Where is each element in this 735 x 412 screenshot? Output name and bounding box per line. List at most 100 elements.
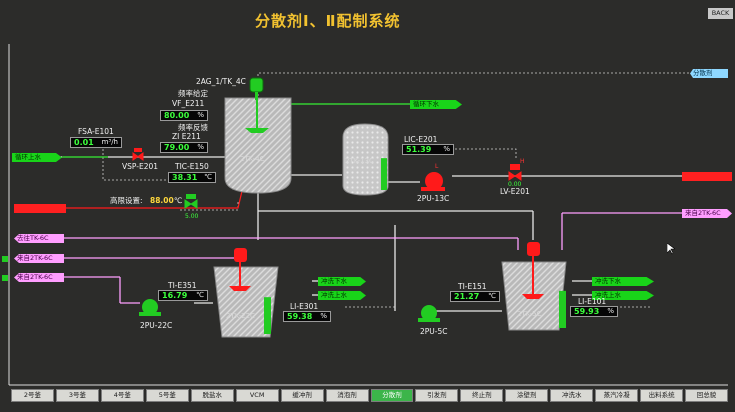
back-button[interactable]: BACK bbox=[708, 8, 733, 19]
freq-set-tag: VF_E211 bbox=[172, 99, 205, 108]
freq-feedback-unit: % bbox=[197, 143, 204, 151]
tank-5c-label: 2TK-5C bbox=[517, 310, 542, 318]
freq-set-display[interactable]: 80.00 % bbox=[160, 110, 208, 121]
nav-button-8[interactable]: 分散剂 bbox=[370, 389, 414, 402]
level-5c-unit: % bbox=[607, 307, 614, 315]
level-13c-value: 51.39 bbox=[406, 145, 432, 154]
temp-valve-value: 5.00 bbox=[185, 213, 199, 220]
level-22c-unit: % bbox=[320, 312, 327, 320]
temp-control-display[interactable]: 38.31 ℃ bbox=[168, 172, 216, 183]
flow-tag: FSA-E101 bbox=[78, 127, 114, 136]
temp-22c-tag: TI-E351 bbox=[168, 281, 197, 290]
nav-button-6[interactable]: 缓冲剂 bbox=[280, 389, 324, 402]
pump-13c-tag: 2PU-13C bbox=[417, 194, 450, 203]
level-bar-5c bbox=[559, 290, 566, 328]
tag-flush-return-5c[interactable]: 冲洗下水 bbox=[592, 277, 654, 286]
vsp-valve-icon bbox=[132, 148, 144, 161]
temp-valve-icon bbox=[184, 194, 198, 209]
temp-5c-value: 21.27 bbox=[454, 292, 480, 301]
nav-button-4[interactable]: 脱盐水 bbox=[190, 389, 234, 402]
pump-5c-tag: 2PU-5C bbox=[420, 327, 448, 336]
level-13c-tag: LIC-E201 bbox=[404, 135, 438, 144]
mouse-cursor-icon bbox=[667, 243, 675, 255]
lv-value: 0.00 bbox=[508, 181, 522, 188]
flow-unit: m³/h bbox=[101, 138, 118, 146]
high-limit-unit: ℃ bbox=[174, 196, 183, 205]
freq-set-value: 80.00 bbox=[164, 111, 190, 120]
tag-red-right[interactable] bbox=[682, 172, 732, 181]
level-5c-display: 59.93 % bbox=[570, 306, 618, 317]
freq-feedback-display: 79.00 % bbox=[160, 142, 208, 153]
freq-feedback-value: 79.00 bbox=[164, 143, 190, 152]
left-status-indicator-2 bbox=[2, 275, 8, 281]
level-5c-tag: LI-E101 bbox=[578, 297, 607, 306]
level-5c-value: 59.93 bbox=[574, 307, 600, 316]
tank-13c-label: 2TK-13C bbox=[345, 157, 374, 165]
temp-22c-unit: ℃ bbox=[196, 291, 204, 299]
nav-button-2[interactable]: 4号釜 bbox=[100, 389, 144, 402]
tag-from-2tk6c-left-2[interactable]: 来自2TK-6C bbox=[14, 273, 64, 282]
level-13c-unit: % bbox=[443, 145, 450, 153]
nav-button-5[interactable]: VCM bbox=[235, 389, 279, 402]
svg-text:H: H bbox=[520, 158, 525, 165]
freq-feedback-tag: ZI E211 bbox=[172, 132, 201, 141]
tag-circulating-supply[interactable]: 循环上水 bbox=[12, 153, 62, 162]
tag-flush-return-22c[interactable]: 冲洗下水 bbox=[318, 277, 366, 286]
lv-tag: LV-E201 bbox=[500, 187, 530, 196]
nav-button-15[interactable]: 回总貌 bbox=[685, 389, 728, 402]
temp-control-unit: ℃ bbox=[204, 173, 212, 181]
tag-circulating-return[interactable]: 循环下水 bbox=[410, 100, 462, 109]
nav-button-9[interactable]: 引发剂 bbox=[415, 389, 459, 402]
high-limit-label: 高限设置: bbox=[110, 196, 143, 205]
nav-button-10[interactable]: 终止剂 bbox=[460, 389, 504, 402]
level-22c-value: 59.38 bbox=[287, 312, 313, 321]
temp-5c-display: 21.27 ℃ bbox=[450, 291, 500, 302]
temp-5c-tag: TI-E151 bbox=[458, 282, 487, 291]
tag-flush-supply-5c[interactable]: 冲洗上水 bbox=[592, 291, 654, 300]
tank-22c-label: 2TK-22C bbox=[226, 312, 255, 320]
nav-button-7[interactable]: 消泡剂 bbox=[325, 389, 369, 402]
freq-set-label: 频率给定 bbox=[178, 89, 208, 98]
temp-control-tag: TIC-E150 bbox=[175, 162, 209, 171]
pump-13c-icon bbox=[421, 172, 445, 191]
nav-button-13[interactable]: 蒸汽冷凝 bbox=[595, 389, 639, 402]
tank-4c-label: 2TK-4C bbox=[240, 155, 265, 163]
level-22c-tag: LI-E301 bbox=[290, 302, 319, 311]
freq-feedback-label: 频率反馈 bbox=[178, 123, 208, 132]
svg-text:L: L bbox=[435, 163, 439, 170]
temp-22c-display: 16.79 ℃ bbox=[158, 290, 208, 301]
temp-control-value: 38.31 bbox=[172, 173, 198, 182]
lv-valve-icon bbox=[508, 164, 522, 181]
agitator-tag: 2AG_1/TK_4C bbox=[196, 77, 246, 86]
flow-display: 0.01 m³/h bbox=[70, 137, 122, 148]
high-limit-value[interactable]: 88.00 bbox=[150, 196, 174, 205]
left-status-indicator-1 bbox=[2, 256, 8, 262]
level-bar-22c bbox=[264, 297, 271, 334]
pump-5c-icon bbox=[418, 305, 440, 322]
nav-button-11[interactable]: 涂壁剂 bbox=[505, 389, 549, 402]
tag-red-left[interactable] bbox=[14, 204, 66, 213]
nav-button-14[interactable]: 出料系统 bbox=[640, 389, 684, 402]
pump-22c-icon bbox=[139, 299, 161, 316]
tag-from-2tk6c-left[interactable]: 来自2TK-6C bbox=[14, 254, 64, 263]
temp-22c-value: 16.79 bbox=[162, 291, 188, 300]
tag-to-tk6c[interactable]: 去往TK-6C bbox=[14, 234, 64, 243]
nav-button-3[interactable]: 5号釜 bbox=[145, 389, 189, 402]
pump-22c-tag: 2PU-22C bbox=[140, 321, 173, 330]
temp-5c-unit: ℃ bbox=[488, 292, 496, 300]
nav-button-0[interactable]: 2号釜 bbox=[11, 389, 54, 402]
level-bar-13c bbox=[381, 158, 387, 190]
tag-flush-supply-22c[interactable]: 冲洗上水 bbox=[318, 291, 366, 300]
flow-value: 0.01 bbox=[74, 138, 94, 147]
freq-set-unit: % bbox=[197, 111, 204, 119]
nav-button-1[interactable]: 3号釜 bbox=[55, 389, 99, 402]
tag-dispersant[interactable]: 分散剂 bbox=[690, 69, 728, 78]
nav-button-12[interactable]: 冲洗水 bbox=[550, 389, 594, 402]
level-22c-display: 59.38 % bbox=[283, 311, 331, 322]
level-13c-display: 51.39 % bbox=[402, 144, 454, 155]
tag-from-2tk6c-right[interactable]: 来自2TK-6C bbox=[682, 209, 732, 218]
vsp-tag: VSP-E201 bbox=[122, 162, 159, 171]
page-title: 分散剂Ⅰ、Ⅱ配制系统 bbox=[255, 12, 401, 30]
